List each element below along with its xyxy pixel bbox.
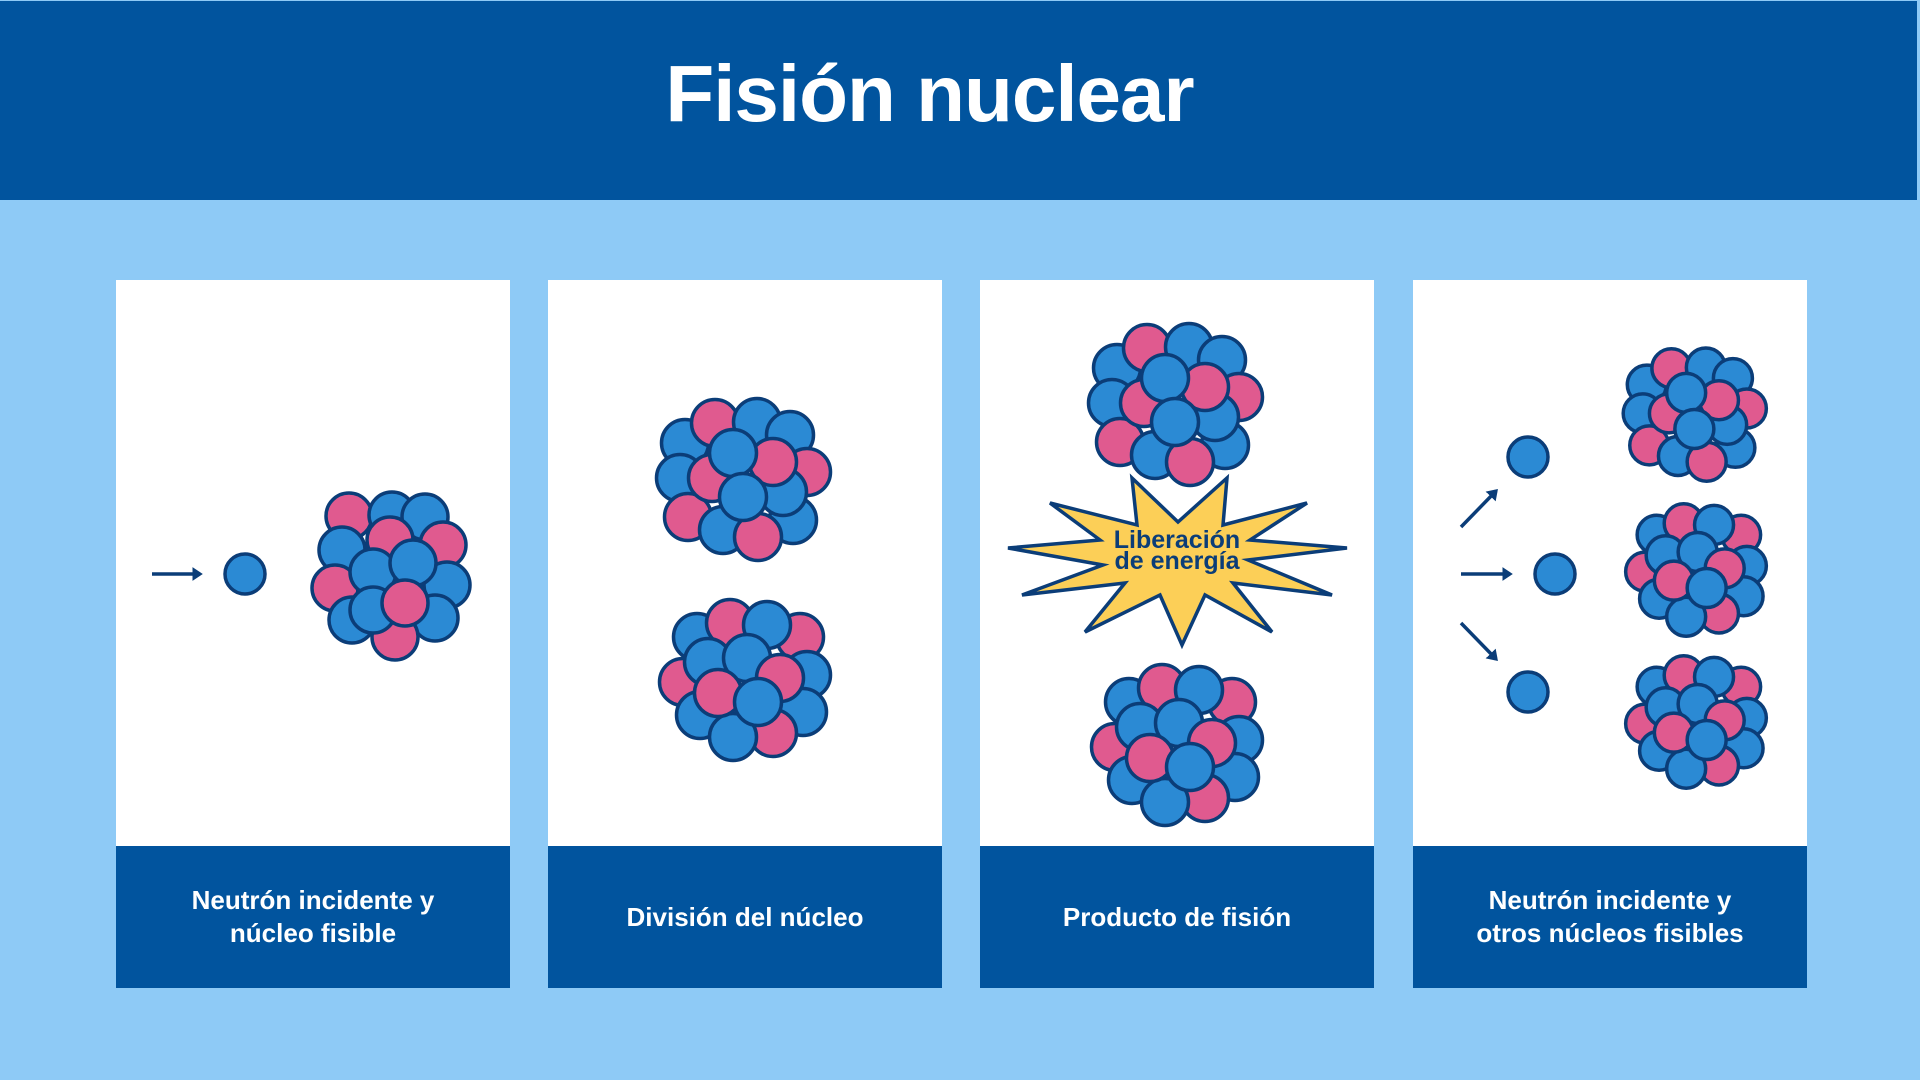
step-card-1: Neutrón incidente y núcleo fisible <box>116 280 510 988</box>
header-banner: Fisión nuclear <box>0 1 1917 200</box>
step-card-4: Neutrón incidente y otros núcleos fisibl… <box>1413 280 1807 988</box>
step-card-3: Producto de fisión <box>980 280 1374 988</box>
page-title: Fisión nuclear <box>665 48 1194 138</box>
step-label-1: Neutrón incidente y núcleo fisible <box>116 846 510 988</box>
step-label-3: Producto de fisión <box>980 846 1374 988</box>
step-label-1-line-1: Neutrón incidente y <box>191 885 435 915</box>
energy-release-label: Liberación de energía <box>1097 526 1257 575</box>
step-label-4-line-2: otros núcleos fisibles <box>1476 918 1744 948</box>
step-label-4-line-1: Neutrón incidente y <box>1488 885 1732 915</box>
energy-release-line-2: de energía <box>1114 547 1240 575</box>
energy-release-line-1: Liberación <box>1113 526 1241 554</box>
step-label-3-line-1: Producto de fisión <box>1062 901 1292 932</box>
step-label-2: División del núcleo <box>548 846 942 988</box>
step-label-2-line-1: División del núcleo <box>626 901 864 932</box>
step-label-4: Neutrón incidente y otros núcleos fisibl… <box>1413 846 1807 988</box>
step-card-2: División del núcleo <box>548 280 942 988</box>
step-label-1-line-2: núcleo fisible <box>229 918 397 948</box>
